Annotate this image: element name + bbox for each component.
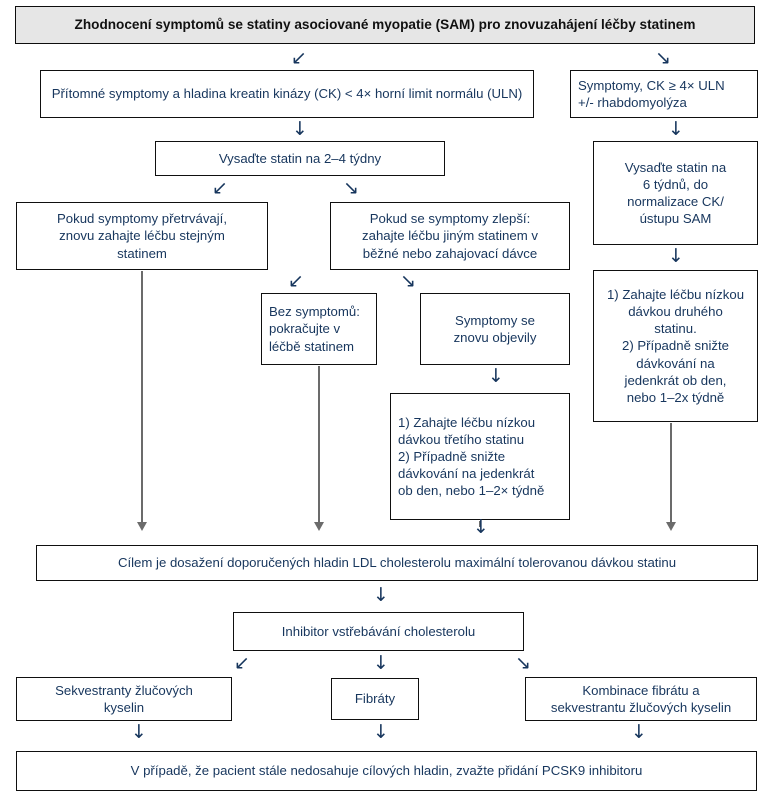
arrow-withdraw-to-improve: ↘ [343,177,359,199]
arrow-improve-to-no-symptoms: ↙ [288,270,304,292]
node-pcsk9: V případě, že pacient stále nedosahuje c… [16,751,757,791]
arrow-withdraw-6-to-second-statin: ↓ [668,245,684,267]
node-withdraw-6-weeks: Vysaďte statin na 6 týdnů, do normalizac… [593,141,758,245]
node-second-statin: 1) Zahajte léčbu nízkou dávkou druhého s… [593,270,758,422]
node-sequestrants: Sekvestranty žlučových kyselin [16,677,232,721]
connector-no-symptoms-to-ldl-head [314,522,324,531]
node-no-symptoms: Bez symptomů: pokračujte v léčbě statine… [261,293,377,365]
arrow-low-ck-to-withdraw-2-4: ↓ [292,118,308,140]
arrow-inhibitor-to-combination: ↘ [515,652,531,674]
connector-second-statin-to-ldl [670,423,672,526]
connector-third-statin-to-ldl [479,521,481,527]
arrow-ldl-to-inhibitor: ↓ [373,584,389,606]
arrow-combination-to-pcsk9: ↓ [631,721,647,743]
arrow-header-to-low-ck: ↙ [291,47,307,69]
arrow-inhibitor-to-fibrates: ↓ [373,652,389,674]
node-symptoms-low-ck: Přítomné symptomy a hladina kreatin kiná… [40,70,534,118]
arrow-withdraw-to-persist: ↙ [212,177,228,199]
node-symptoms-high-ck: Symptomy, CK ≥ 4× ULN +/- rhabdomyolýza [570,70,758,118]
connector-persist-to-ldl [141,271,143,526]
node-withdraw-2-4-weeks: Vysaďte statin na 2–4 týdny [155,141,445,176]
node-ldl-goal: Cílem je dosažení doporučených hladin LD… [36,545,758,581]
connector-second-statin-to-ldl-head [666,522,676,531]
node-header-title: Zhodnocení symptomů se statiny asociovan… [15,6,755,44]
arrow-improve-to-reappear: ↘ [400,270,416,292]
connector-persist-to-ldl-head [137,522,147,531]
arrow-reappear-to-third-statin: ↓ [488,365,504,387]
arrow-sequestrants-to-pcsk9: ↓ [131,721,147,743]
node-symptoms-improve: Pokud se symptomy zlepší: zahajte léčbu … [330,202,570,270]
node-cholesterol-inhibitor: Inhibitor vstřebávání cholesterolu [233,612,524,651]
connector-no-symptoms-to-ldl [318,366,320,526]
node-combination: Kombinace fibrátu a sekvestrantu žlučový… [525,677,757,721]
arrow-high-ck-to-withdraw-6: ↓ [668,118,684,140]
node-symptoms-reappear: Symptomy se znovu objevily [420,293,570,365]
arrow-fibrates-to-pcsk9: ↓ [373,721,389,743]
arrow-header-to-high-ck: ↘ [655,47,671,69]
node-symptoms-persist: Pokud symptomy přetrvávají, znovu zahajt… [16,202,268,270]
arrow-third-statin-to-ldl: ↓ [473,516,489,538]
node-fibrates: Fibráty [331,678,419,720]
arrow-inhibitor-to-sequestrants: ↙ [234,652,250,674]
node-third-statin: 1) Zahajte léčbu nízkou dávkou třetího s… [390,393,570,520]
